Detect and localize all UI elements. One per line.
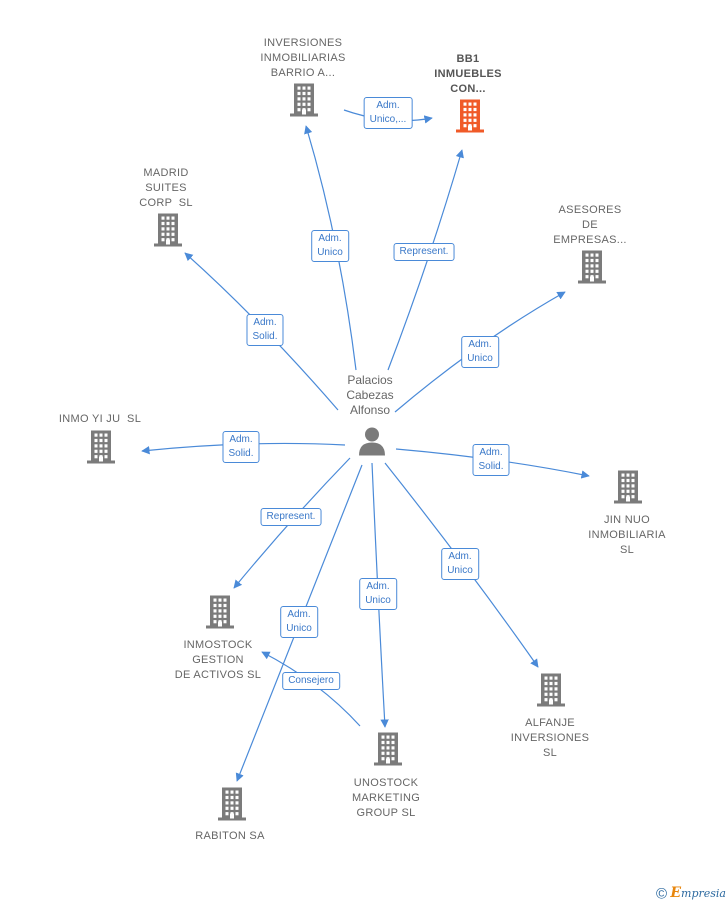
- node-label-madrid[interactable]: MADRID SUITES CORP SL: [139, 167, 193, 209]
- node-label-jinnuo[interactable]: JIN NUO INMOBILIARIA SL: [588, 514, 666, 556]
- brand-logo-text: mpresia: [681, 886, 726, 900]
- edge-label-unostock-to-inmostock[interactable]: Consejero: [282, 672, 340, 690]
- node-label-asesores[interactable]: ASESORES DE EMPRESAS...: [553, 204, 627, 246]
- edge-label-center-to-inmoyiju[interactable]: Adm. Solid.: [222, 431, 260, 463]
- footer-credit: © Empresia: [656, 885, 726, 902]
- brand-logo-initial: E: [670, 884, 682, 901]
- edge-label-center-to-unostock[interactable]: Adm. Unico: [359, 578, 397, 610]
- node-label-unostock[interactable]: UNOSTOCK MARKETING GROUP SL: [351, 777, 421, 819]
- edge-label-center-to-rabiton[interactable]: Adm. Unico: [280, 606, 318, 638]
- node-label-bb1[interactable]: BB1 INMUEBLES CON...: [434, 53, 502, 95]
- building-icon[interactable]: [372, 732, 404, 771]
- node-label-rabiton[interactable]: RABITON SA: [195, 830, 265, 842]
- person-name-label[interactable]: Palacios Cabezas Alfonso: [346, 373, 394, 417]
- edge-label-center-to-bb1[interactable]: Represent.: [393, 243, 455, 261]
- edge-label-inversiones-to-bb1[interactable]: Adm. Unico,...: [363, 97, 413, 129]
- edge-label-center-to-inversiones[interactable]: Adm. Unico: [311, 230, 349, 262]
- node-label-inmoyiju[interactable]: INMO YI JU SL: [58, 413, 142, 425]
- edge-label-center-to-madrid[interactable]: Adm. Solid.: [246, 314, 284, 346]
- building-icon[interactable]: [152, 213, 184, 252]
- copyright-icon: ©: [655, 885, 668, 902]
- edge-label-center-to-jinnuo[interactable]: Adm. Solid.: [472, 444, 510, 476]
- node-label-inversiones[interactable]: INVERSIONES INMOBILIARIAS BARRIO A...: [260, 37, 346, 79]
- edge-label-center-to-alfanje[interactable]: Adm. Unico: [441, 548, 479, 580]
- building-icon[interactable]: [204, 595, 236, 634]
- node-label-inmostock[interactable]: INMOSTOCK GESTION DE ACTIVOS SL: [174, 639, 262, 681]
- building-icon[interactable]: [535, 673, 567, 712]
- node-label-alfanje[interactable]: ALFANJE INVERSIONES SL: [510, 717, 590, 759]
- building-icon[interactable]: [454, 99, 486, 138]
- building-icon[interactable]: [85, 430, 117, 469]
- building-icon[interactable]: [576, 250, 608, 289]
- building-icon[interactable]: [612, 470, 644, 509]
- edge-label-center-to-asesores[interactable]: Adm. Unico: [461, 336, 499, 368]
- person-icon[interactable]: [357, 426, 387, 461]
- building-icon[interactable]: [216, 787, 248, 826]
- edge-label-center-to-inmostock[interactable]: Represent.: [260, 508, 322, 526]
- building-icon[interactable]: [288, 83, 320, 122]
